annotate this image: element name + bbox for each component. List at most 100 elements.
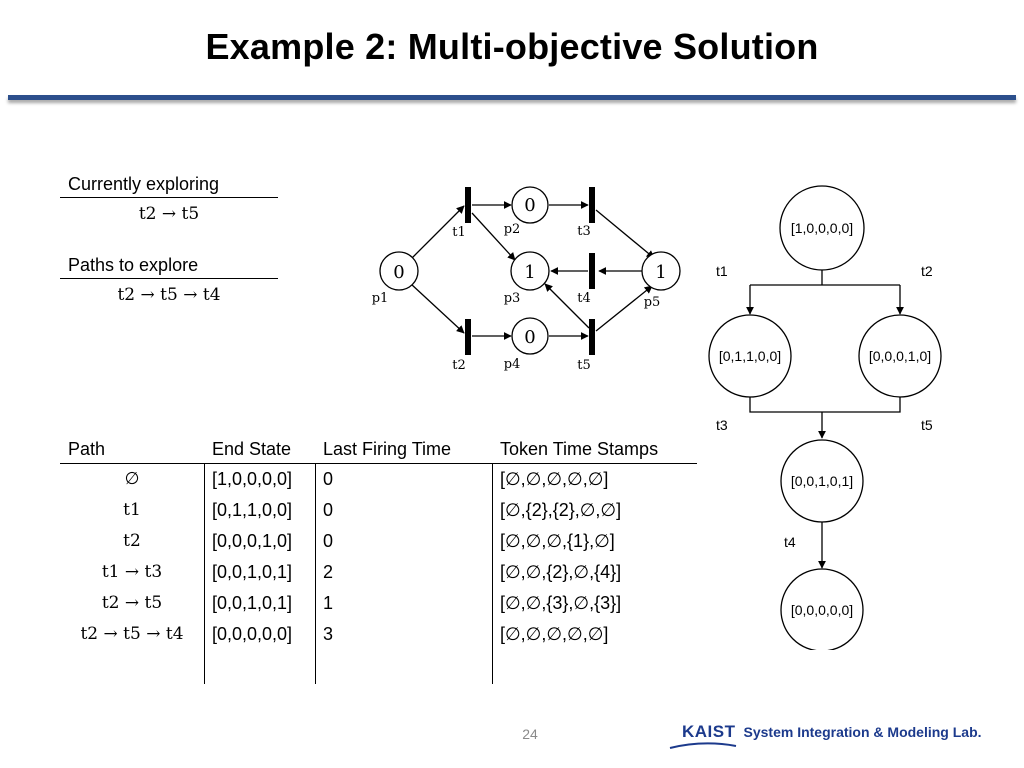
cell-end-state: [0,0,1,0,1]: [212, 562, 293, 582]
cell-token-time-stamps: [∅,∅,∅,{1},∅]: [500, 531, 615, 551]
cell-last-firing-time: 1: [323, 593, 334, 613]
title-underline: [8, 95, 1016, 100]
cell-end-state: [1,0,0,0,0]: [212, 469, 293, 489]
label-p1: p1: [372, 291, 389, 306]
cell-last-firing-time: 0: [323, 531, 334, 551]
tokens-p1: 0: [393, 262, 404, 283]
petri-net-diagram: 0 0 1 0 1 p1 p2 p3 p4 p5 t1 t2 t3 t4 t5: [372, 186, 681, 373]
cell-path: t1 → t3: [101, 562, 163, 582]
table-row: t2 → t5 → t4 [0,0,0,0,0] 3 [∅,∅,∅,∅,∅]: [60, 619, 697, 650]
state-label-root: [1,0,0,0,0]: [791, 220, 853, 236]
label-t3: t3: [577, 224, 591, 239]
cell-last-firing-time: 2: [323, 562, 334, 582]
cell-token-time-stamps: [∅,∅,∅,∅,∅]: [500, 469, 609, 489]
cell-end-state: [0,0,1,0,1]: [212, 593, 293, 613]
currently-exploring-label: Currently exploring: [60, 171, 278, 198]
state-label-t5: [0,0,1,0,1]: [791, 473, 853, 489]
edge-label-t5: t5: [921, 417, 933, 433]
state-label-t2: [0,0,0,1,0]: [869, 348, 931, 364]
transition-t5: [589, 319, 595, 355]
cell-token-time-stamps: [∅,{2},{2},∅,∅]: [500, 500, 622, 520]
branch-root: [750, 270, 900, 286]
state-label-t1: [0,1,1,0,0]: [719, 348, 781, 364]
cell-last-firing-time: 0: [323, 500, 334, 520]
header-end-state: End State: [212, 439, 292, 459]
label-p2: p2: [504, 222, 521, 237]
kaist-logo-text: KAIST: [682, 722, 736, 741]
column-divider-1: [204, 464, 205, 684]
table-row: t2 → t5 [0,0,1,0,1] 1 [∅,∅,{3},∅,{3}]: [60, 588, 697, 619]
edge-label-t3: t3: [716, 417, 728, 433]
label-p3: p3: [504, 291, 521, 306]
arc-p1-t1: [410, 205, 465, 260]
label-t4: t4: [577, 291, 591, 306]
cell-end-state: [0,0,0,1,0]: [212, 531, 293, 551]
state-node-t1: [708, 314, 792, 398]
path-table-header: Path End State Last Firing Time Token Ti…: [60, 436, 697, 464]
arc-p1-t2: [410, 283, 465, 334]
place-p4: [511, 317, 549, 355]
cell-path: ∅: [124, 469, 140, 489]
page-number: 24: [522, 726, 538, 742]
tokens-p5: 1: [655, 262, 666, 283]
header-last-firing-time: Last Firing Time: [323, 439, 452, 459]
cell-last-firing-time: 0: [323, 469, 334, 489]
label-p4: p4: [504, 357, 521, 372]
cell-token-time-stamps: [∅,∅,{3},∅,{3}]: [500, 593, 622, 613]
path-table: Path End State Last Firing Time Token Ti…: [60, 436, 697, 650]
reachability-tree: [1,0,0,0,0] [0,1,1,0,0] [0,0,0,1,0] [0,0…: [708, 185, 942, 650]
cell-path: t2: [123, 531, 141, 551]
transition-t3: [589, 187, 595, 223]
transition-t4: [589, 253, 595, 289]
label-p5: p5: [644, 295, 661, 310]
header-token-time-stamps: Token Time Stamps: [500, 439, 659, 459]
tokens-p3: 1: [524, 262, 535, 283]
place-p3: [510, 251, 550, 291]
edge-label-t4: t4: [784, 534, 796, 550]
transition-t1: [465, 187, 471, 223]
currently-exploring-value: t2 → t5: [138, 204, 200, 224]
cell-path: t1: [123, 500, 141, 520]
lab-name: System Integration & Modeling Lab.: [743, 724, 982, 740]
arc-t5-p5: [595, 285, 653, 332]
cell-token-time-stamps: [∅,∅,{2},∅,{4}]: [500, 562, 622, 582]
table-row: t1 [0,1,1,0,0] 0 [∅,{2},{2},∅,∅]: [60, 495, 697, 526]
arc-t5-p3: [544, 283, 590, 329]
tokens-p4: 0: [524, 327, 535, 348]
path-table-body: ∅ [1,0,0,0,0] 0 [∅,∅,∅,∅,∅] t1 [0,1,1,0,0] 0 [∅…: [60, 464, 697, 650]
paths-to-explore-value: t2 → t5 → t4: [117, 285, 221, 305]
currently-exploring-table: Currently exploring t2 → t5: [60, 171, 278, 228]
cell-end-state: [0,0,0,0,0]: [212, 624, 293, 644]
paths-to-explore-label: Paths to explore: [60, 252, 278, 279]
place-p2: [511, 186, 549, 224]
arc-t1-p3: [471, 212, 516, 261]
cell-last-firing-time: 3: [323, 624, 334, 644]
logo-swoosh-icon: [669, 742, 737, 749]
transition-t2: [465, 319, 471, 355]
table-row: t2 [0,0,0,1,0] 0 [∅,∅,∅,{1},∅]: [60, 526, 697, 557]
state-node-root: [779, 185, 865, 271]
paths-to-explore-table: Paths to explore t2 → t5 → t4: [60, 252, 278, 309]
column-divider-3: [492, 464, 493, 684]
label-t5: t5: [577, 358, 591, 373]
tokens-p2: 0: [524, 195, 535, 216]
arc-t3-p5: [595, 209, 655, 259]
label-t2: t2: [452, 358, 466, 373]
state-label-t4: [0,0,0,0,0]: [791, 602, 853, 618]
edge-label-t1: t1: [716, 263, 728, 279]
edge-label-t2: t2: [921, 263, 933, 279]
cell-path: t2 → t5: [101, 593, 163, 613]
merge-level2: [749, 397, 901, 413]
header-path: Path: [68, 439, 106, 459]
place-p5: [641, 251, 681, 291]
table-row: t1 → t3 [0,0,1,0,1] 2 [∅,∅,{2},∅,{4}]: [60, 557, 697, 588]
state-node-t4: [780, 568, 864, 650]
place-p1: [379, 251, 419, 291]
state-node-t2: [858, 314, 942, 398]
cell-path: t2 → t5 → t4: [80, 624, 184, 644]
table-row: ∅ [1,0,0,0,0] 0 [∅,∅,∅,∅,∅]: [60, 464, 697, 495]
column-divider-2: [315, 464, 316, 684]
cell-end-state: [0,1,1,0,0]: [212, 500, 293, 520]
footer-logo: KAIST System Integration & Modeling Lab.: [669, 722, 982, 749]
cell-token-time-stamps: [∅,∅,∅,∅,∅]: [500, 624, 609, 644]
